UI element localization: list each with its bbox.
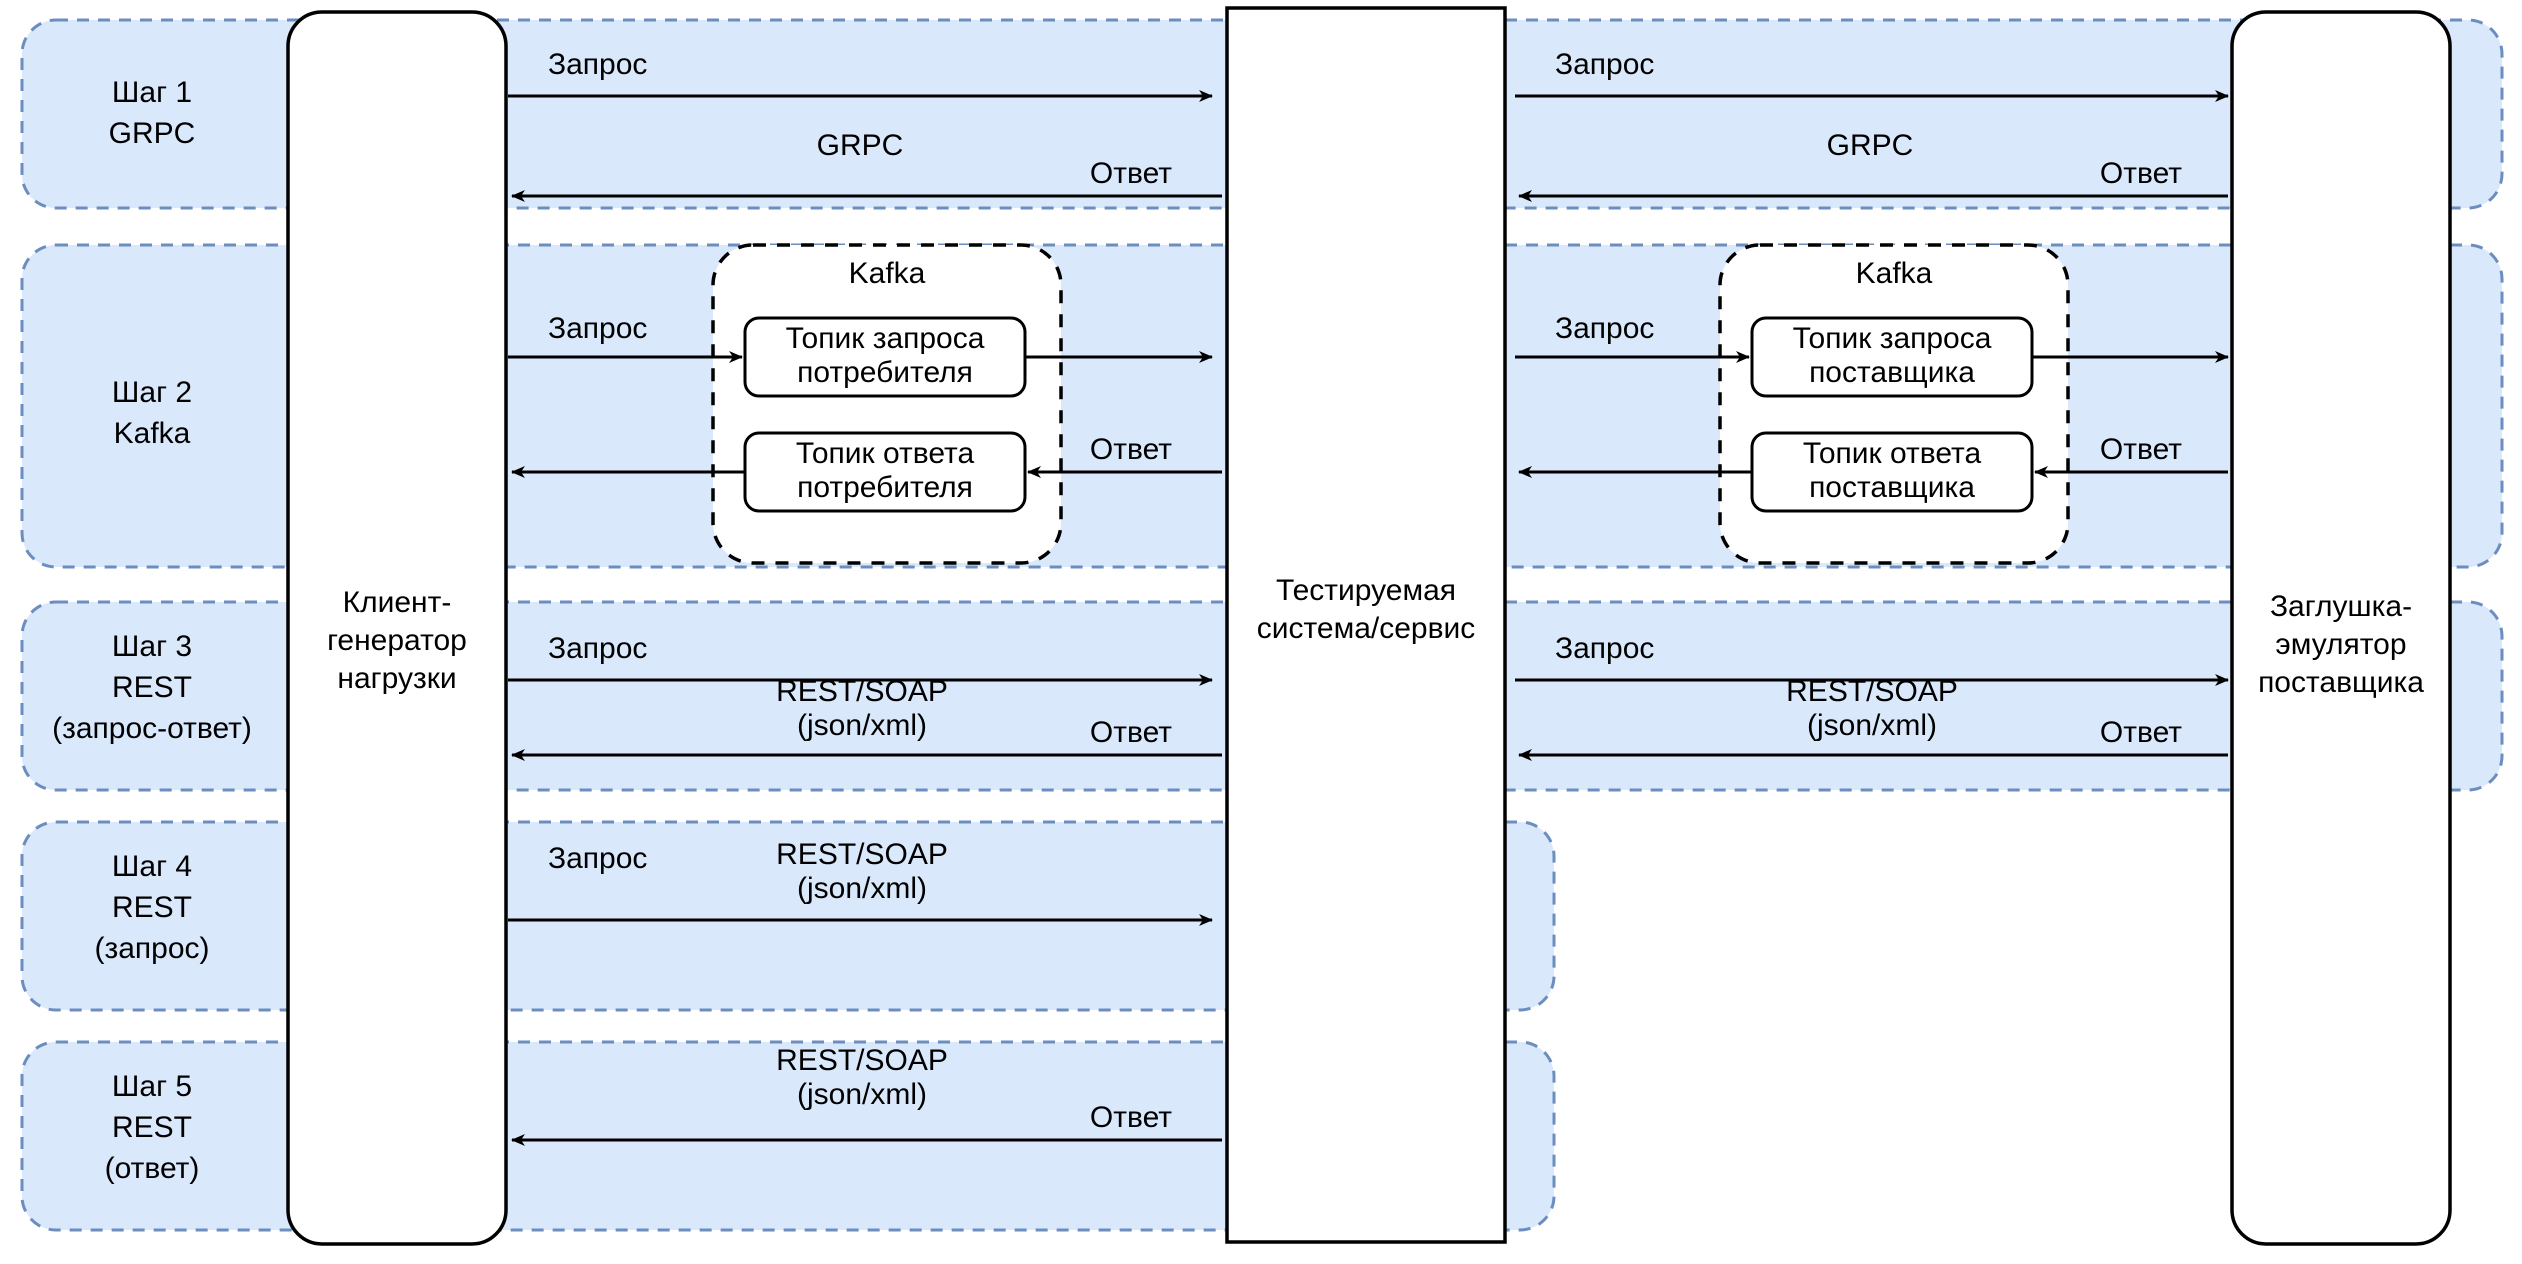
step2-left-response-label: Ответ [1090, 433, 1172, 466]
step1-right-protocol: GRPC [1827, 129, 1914, 162]
step2-label: Шаг 2 Kafka [112, 376, 192, 450]
step2-left-kafka-title: Kafka [849, 257, 926, 290]
step1-right-response-flow: Ответ GRPC [1518, 129, 2228, 202]
step3-left-response-flow: Ответ REST/SOAP (json/xml) [511, 675, 1222, 761]
step3-left-response-label: Ответ [1090, 716, 1172, 749]
actor-sut[interactable]: Тестируемая система/сервис [1225, 6, 1507, 1244]
step3-label-line2: REST [112, 671, 192, 704]
step5-label: Шаг 5 REST (ответ) [105, 1070, 200, 1185]
step5-response-label: Ответ [1090, 1101, 1172, 1134]
step2-left-topic-response-line1: Топик ответа [796, 437, 975, 470]
step3-left-request-flow: Запрос [508, 632, 1213, 686]
step2-right-topic-response-line2: поставщика [1809, 471, 1975, 504]
step5-label-line1: Шаг 5 [112, 1070, 192, 1103]
step1-label-line2: GRPC [109, 117, 196, 150]
step1-left-request-label: Запрос [548, 48, 647, 81]
step2-left-topic-request-line1: Топик запроса [786, 322, 985, 355]
step2-right-topic-request-line1: Топик запроса [1793, 322, 1992, 355]
actor-stub-line2: эмулятор [2275, 628, 2406, 661]
step2-right-topic-request-line2: поставщика [1809, 356, 1975, 389]
step3-right-protocol-line1: REST/SOAP [1786, 675, 1958, 708]
step1-left-request-flow: Запрос [508, 48, 1213, 102]
step2-left-response-flow: Ответ [511, 433, 1222, 478]
step1-right-request-label: Запрос [1555, 48, 1654, 81]
step1-left-response-flow: Ответ GRPC [511, 129, 1222, 202]
actor-sut-line2: система/сервис [1257, 612, 1476, 645]
step4-label: Шаг 4 REST (запрос) [94, 850, 209, 965]
step5-label-line3: (ответ) [105, 1152, 200, 1185]
step2-label-line1: Шаг 2 [112, 376, 192, 409]
step3-label-line3: (запрос-ответ) [52, 712, 252, 745]
step2-right-request-label: Запрос [1555, 312, 1654, 345]
step4-protocol-line2: (json/xml) [797, 872, 927, 905]
step4-protocol-line1: REST/SOAP [776, 838, 948, 871]
step4-label-line3: (запрос) [94, 932, 209, 965]
step3-right-request-flow: Запрос [1515, 632, 2229, 686]
actor-client[interactable]: Клиент- генератор нагрузки [286, 10, 508, 1246]
step1-label-line1: Шаг 1 [112, 76, 192, 109]
step3-right-protocol-line2: (json/xml) [1807, 709, 1937, 742]
step2-label-line2: Kafka [114, 417, 191, 450]
step2-left-topic-response-line2: потребителя [797, 471, 973, 504]
step3-left-request-label: Запрос [548, 632, 647, 665]
actor-client-line3: нагрузки [337, 662, 456, 695]
step5-protocol-line1: REST/SOAP [776, 1044, 948, 1077]
step4-label-line1: Шаг 4 [112, 850, 192, 883]
step2-right-response-flow: Ответ [1518, 433, 2228, 478]
step1-label: Шаг 1 GRPC [109, 76, 196, 150]
step2-left-kafka-group: Kafka Топик запроса потребителя Топик от… [711, 243, 1063, 565]
step5-protocol-line2: (json/xml) [797, 1078, 927, 1111]
step2-right-topic-response-line1: Топик ответа [1803, 437, 1982, 470]
step1-right-request-flow: Запрос [1515, 48, 2229, 102]
step4-request-label: Запрос [548, 842, 647, 875]
step4-left-request-flow: Запрос REST/SOAP (json/xml) [508, 838, 1213, 926]
actor-stub-line1: Заглушка- [2270, 590, 2412, 623]
step3-label: Шаг 3 REST (запрос-ответ) [52, 630, 252, 745]
actor-client-box[interactable] [286, 10, 508, 1246]
actor-client-line2: генератор [327, 624, 467, 657]
step1-left-protocol: GRPC [817, 129, 904, 162]
step5-label-line2: REST [112, 1111, 192, 1144]
actor-client-line1: Клиент- [343, 586, 452, 619]
actor-stub-line3: поставщика [2258, 666, 2424, 699]
step4-label-line2: REST [112, 891, 192, 924]
step2-right-response-label: Ответ [2100, 433, 2182, 466]
step5-left-response-flow: Ответ REST/SOAP (json/xml) [511, 1044, 1222, 1146]
step3-right-response-label: Ответ [2100, 716, 2182, 749]
step2-right-request-flow: Запрос [1515, 312, 2229, 363]
step3-left-protocol-line2: (json/xml) [797, 709, 927, 742]
step2-left-request-flow: Запрос [508, 312, 1213, 363]
actor-sut-box[interactable] [1225, 6, 1507, 1244]
step2-right-kafka-group: Kafka Топик запроса поставщика Топик отв… [1718, 243, 2070, 565]
step1-left-response-label: Ответ [1090, 157, 1172, 190]
step2-left-topic-request-line2: потребителя [797, 356, 973, 389]
actor-sut-line1: Тестируемая [1276, 574, 1456, 607]
step2-right-kafka-title: Kafka [1856, 257, 1933, 290]
step3-right-request-label: Запрос [1555, 632, 1654, 665]
actor-stub[interactable]: Заглушка- эмулятор поставщика [2230, 10, 2452, 1246]
step3-right-response-flow: Ответ REST/SOAP (json/xml) [1518, 675, 2228, 761]
step1-right-response-label: Ответ [2100, 157, 2182, 190]
step3-label-line1: Шаг 3 [112, 630, 192, 663]
actor-stub-box[interactable] [2230, 10, 2452, 1246]
step2-left-request-label: Запрос [548, 312, 647, 345]
step3-left-protocol-line1: REST/SOAP [776, 675, 948, 708]
